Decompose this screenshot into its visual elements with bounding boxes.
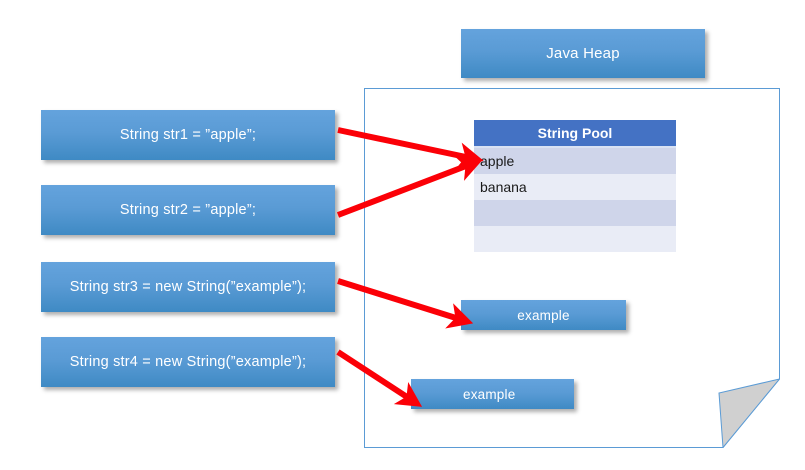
table-row [474,226,676,252]
table-row: apple [474,147,676,174]
table-row: banana [474,174,676,200]
code-box-str2: String str2 = ”apple”; [41,185,335,235]
code-box-str3: String str3 = new String(”example”); [41,262,335,312]
code-box-str1: String str1 = ”apple”; [41,110,335,160]
string-pool-header-row: String Pool [474,120,676,148]
heap-object-box-example-2: example [411,379,574,409]
string-pool-cell-1: banana [474,174,676,200]
string-pool-table: String Pool apple banana [474,120,676,252]
page-fold-corner-icon [718,378,780,448]
heap-object-box-example-1: example [461,300,626,330]
string-pool-cell-2 [474,200,676,226]
table-row [474,200,676,226]
code-box-str4: String str4 = new String(”example”); [41,337,335,387]
string-pool-cell-3 [474,226,676,252]
java-heap-title-box: Java Heap [461,29,705,78]
string-pool-cell-0: apple [474,147,676,174]
string-pool-header-cell: String Pool [474,120,676,148]
